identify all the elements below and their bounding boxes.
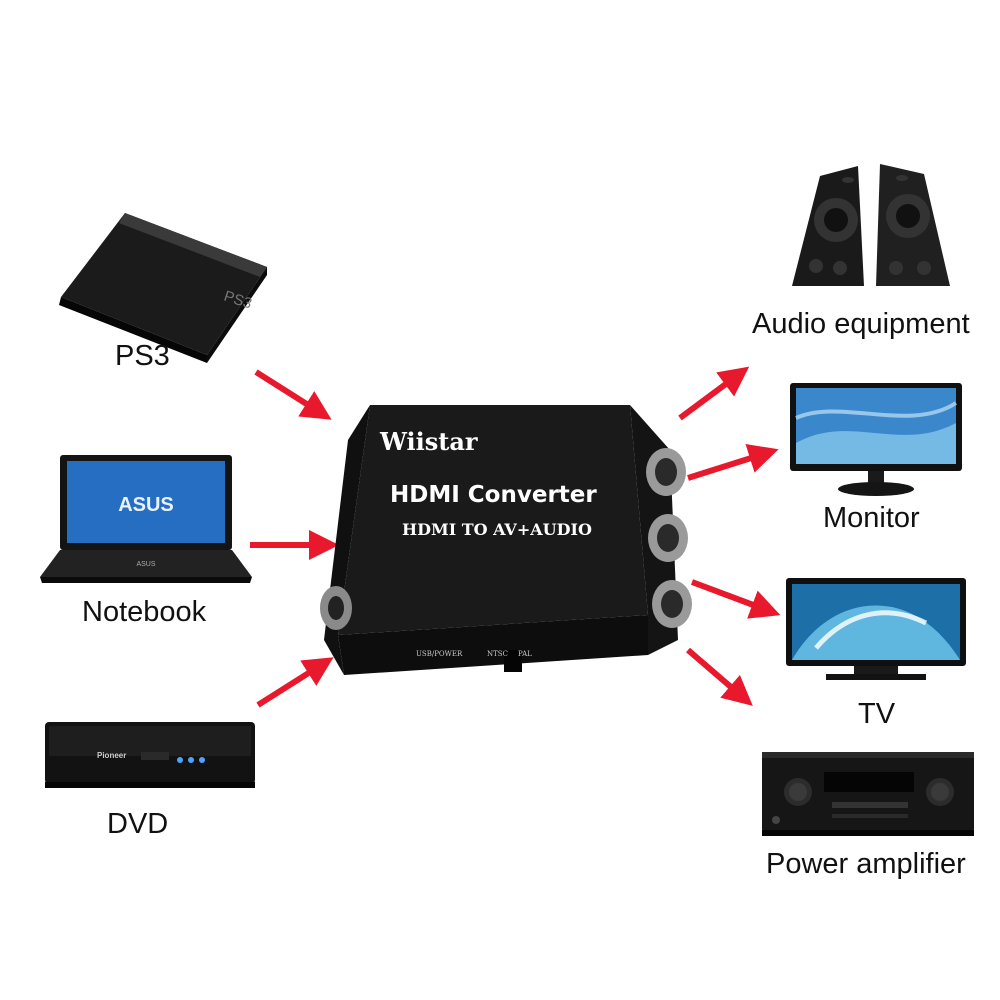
converter-subtitle: HDMI TO AV+AUDIO: [402, 520, 592, 539]
arrow-converter-to-tv: [690, 579, 781, 619]
speakers-icon: [792, 164, 950, 286]
input-label-ps3: PS3: [115, 340, 170, 372]
rca-jack-left: [320, 586, 352, 630]
converter-title: HDMI Converter: [390, 482, 597, 508]
port-label-usb-power: USB/POWER: [416, 650, 463, 658]
brand-logo: Wiistar: [380, 427, 478, 456]
tv-icon: [786, 578, 966, 680]
arrow-converter-to-audio: [678, 366, 750, 421]
laptop-screen-logo: ASUS: [118, 494, 174, 516]
rca-jack-1: [646, 448, 686, 496]
laptop-bezel-logo: ASUS: [136, 561, 155, 568]
output-label-monitor: Monitor: [823, 502, 920, 534]
arrow-ps3-to-converter: [254, 369, 332, 420]
hdmi-converter-box: [320, 405, 692, 675]
game-console-icon: PS3: [59, 213, 267, 363]
monitor-icon: [790, 383, 962, 496]
input-label-dvd: DVD: [107, 808, 169, 840]
dvd-player-icon: Pioneer: [45, 722, 255, 788]
dvd-brand: Pioneer: [97, 751, 126, 760]
output-label-tv: TV: [858, 698, 896, 730]
port-label-pal: PAL: [518, 650, 532, 658]
port-label-ntsc: NTSC: [487, 650, 508, 658]
arrow-converter-to-monitor: [687, 444, 779, 481]
output-label-audio-equipment: Audio equipment: [752, 308, 970, 340]
output-label-power-amplifier: Power amplifier: [766, 848, 966, 880]
amplifier-icon: [762, 752, 974, 836]
arrow-dvd-to-converter: [256, 657, 334, 708]
rca-jack-2: [648, 514, 688, 562]
arrow-converter-to-amplifier: [686, 647, 753, 706]
input-label-notebook: Notebook: [82, 596, 207, 628]
laptop-icon: ASUS ASUS: [40, 455, 252, 583]
rca-jack-3: [652, 580, 692, 628]
